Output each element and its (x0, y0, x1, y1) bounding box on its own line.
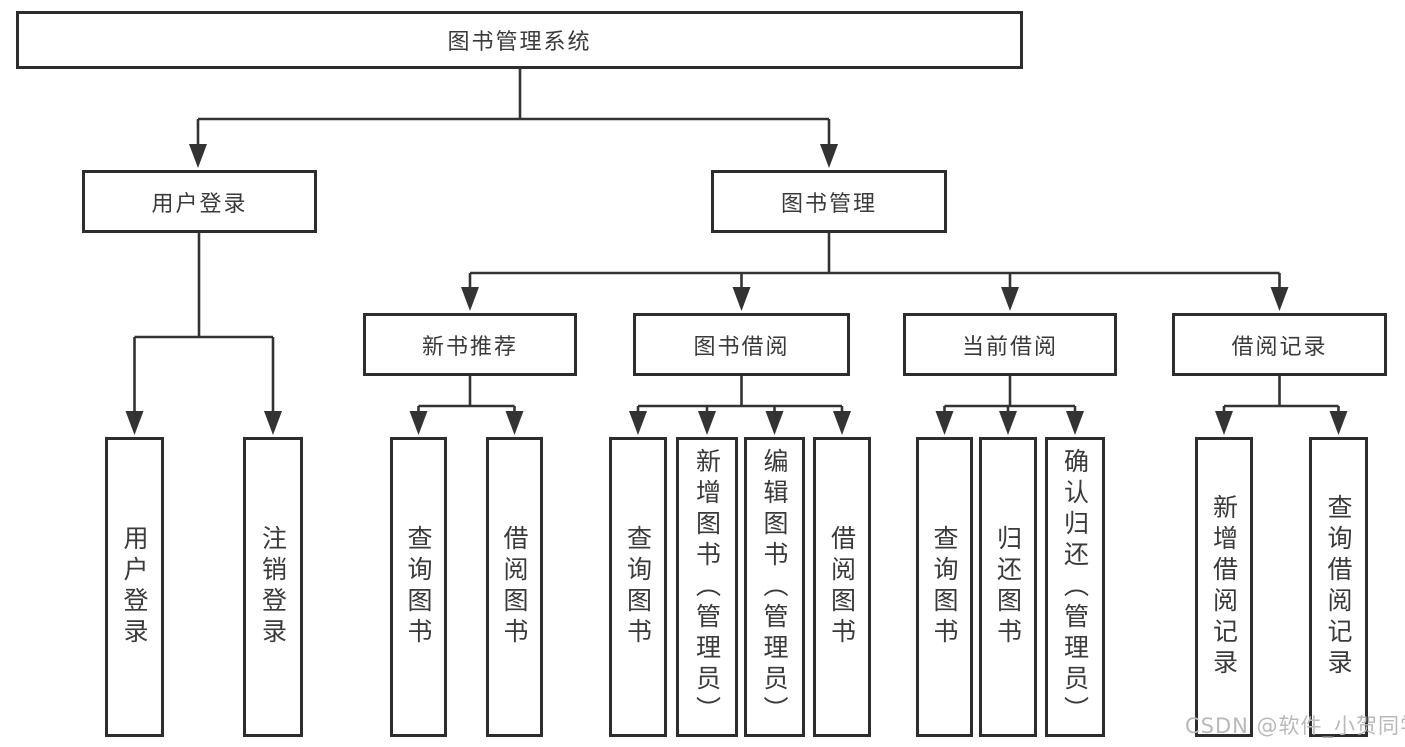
leaf-borrow-book: 借阅图书 (813, 437, 871, 737)
leaf-label: 查询图书 (404, 525, 433, 649)
arrowhead-icon (1001, 287, 1019, 311)
leaf-label: 用户登录 (120, 525, 149, 649)
node-book-borrow: 图书借阅 (633, 313, 850, 376)
arrowhead-icon (1270, 287, 1289, 311)
csdn-watermark: CSDN @软件_小贺同学 (1185, 714, 1405, 738)
arrowhead-icon (765, 411, 784, 435)
leaf-query-borrow-record: 查询借阅记录 (1309, 437, 1368, 737)
leaf-edit-book-admin: 编辑图书（管理员） (744, 437, 805, 737)
arrowhead-icon (833, 411, 851, 435)
leaf-label: 编辑图书（管理员） (760, 447, 789, 727)
leaf-add-book-admin: 新增图书（管理员） (676, 437, 738, 737)
node-borrow-record: 借阅记录 (1172, 313, 1387, 376)
arrowhead-icon (935, 411, 954, 435)
arrowhead-icon (125, 411, 144, 435)
arrowhead-icon (820, 144, 838, 168)
arrowhead-icon (732, 287, 751, 311)
node-new-book-recommend: 新书推荐 (363, 313, 577, 376)
leaf-label: 注销登录 (258, 525, 288, 649)
arrowhead-icon (698, 411, 716, 435)
node-user-login: 用户登录 (82, 170, 317, 233)
arrowhead-icon (409, 411, 428, 435)
leaf-logout: 注销登录 (243, 437, 303, 737)
leaf-label: 查询图书 (930, 525, 959, 649)
arrowhead-icon (629, 411, 647, 435)
node-book-management: 图书管理 (711, 170, 947, 233)
leaf-label: 查询借阅记录 (1324, 494, 1353, 680)
leaf-borrow-book: 借阅图书 (486, 437, 543, 737)
leaf-query-book: 查询图书 (390, 437, 447, 737)
leaf-query-book: 查询图书 (916, 437, 973, 737)
leaf-label: 借阅图书 (827, 525, 857, 649)
leaf-label: 查询图书 (623, 525, 653, 649)
arrowhead-icon (189, 144, 207, 168)
leaf-return-book: 归还图书 (979, 437, 1037, 737)
node-library-management-system: 图书管理系统 (16, 11, 1023, 69)
leaf-label: 新增图书（管理员） (692, 447, 722, 727)
leaf-query-book: 查询图书 (609, 437, 667, 737)
arrowhead-icon (999, 411, 1017, 435)
arrowhead-icon (1329, 411, 1348, 435)
arrowhead-icon (1066, 411, 1084, 435)
leaf-label: 归还图书 (993, 525, 1023, 649)
arrowhead-icon (461, 287, 479, 311)
arrowhead-icon (1215, 411, 1233, 435)
leaf-add-borrow-record: 新增借阅记录 (1195, 437, 1253, 737)
leaf-label: 借阅图书 (500, 525, 529, 649)
node-current-borrow: 当前借阅 (903, 313, 1117, 376)
arrowhead-icon (264, 411, 282, 435)
leaf-confirm-return-admin: 确认归还（管理员） (1045, 437, 1105, 737)
leaf-user-login: 用户登录 (105, 437, 164, 737)
leaf-label: 确认归还（管理员） (1060, 447, 1090, 727)
arrowhead-icon (505, 411, 524, 435)
leaf-label: 新增借阅记录 (1209, 494, 1239, 680)
